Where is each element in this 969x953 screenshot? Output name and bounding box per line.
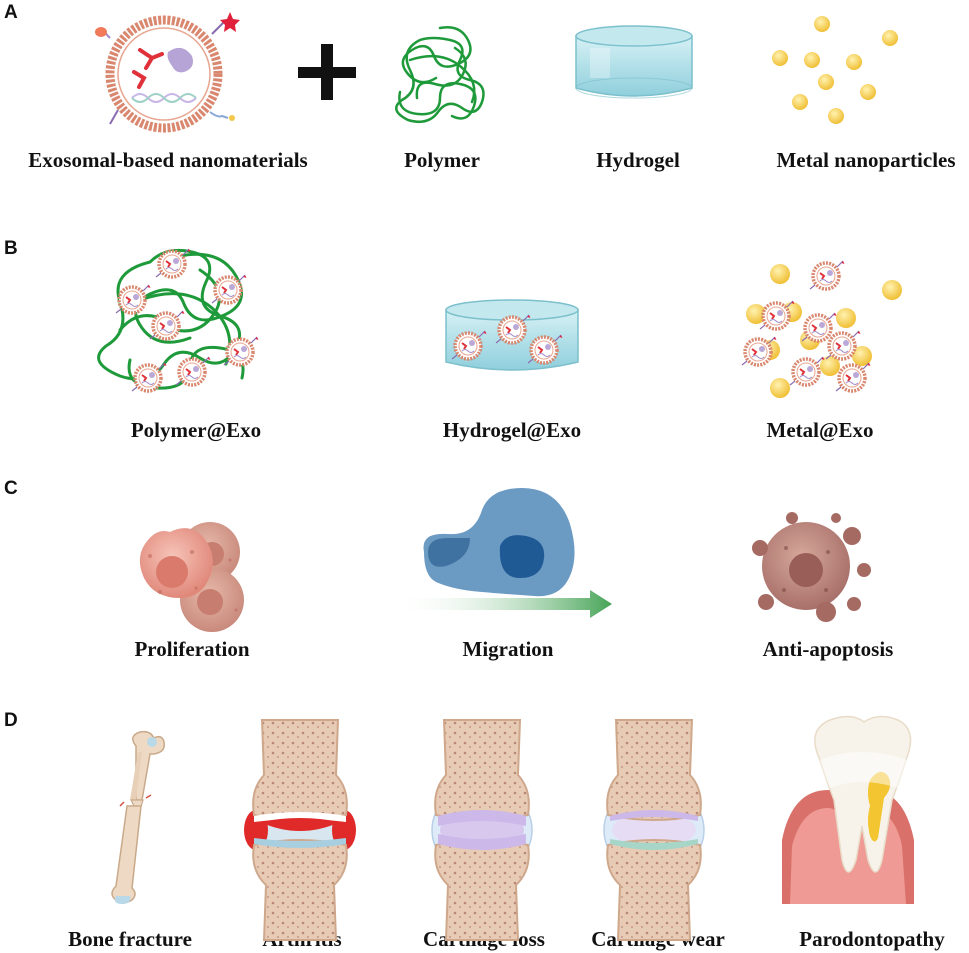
bone-fracture-illustration	[111, 730, 166, 904]
label-polymer: Polymer	[404, 148, 480, 172]
label-exosomal-nanomaterials: Exosomal-based nanomaterials	[28, 148, 308, 172]
plus-sign	[298, 44, 356, 100]
metal-nanoparticles-illustration	[772, 16, 898, 124]
polymer-illustration	[395, 26, 485, 123]
hydrogel-illustration	[575, 25, 693, 99]
label-metal-exo: Metal@Exo	[766, 418, 874, 442]
metal-exo-illustration	[740, 259, 902, 398]
label-parodontopathy: Parodontopathy	[799, 927, 945, 951]
cartilage-loss-joint-illustration	[431, 719, 533, 941]
label-hydrogel: Hydrogel	[596, 148, 680, 172]
hydrogel-exo-illustration	[445, 299, 579, 371]
label-hydrogel-exo: Hydrogel@Exo	[442, 418, 582, 442]
label-bone-fracture: Bone fracture	[68, 927, 192, 951]
polymer-exo-illustration	[97, 247, 261, 393]
exosome-illustration	[95, 12, 240, 133]
label-proliferation: Proliferation	[134, 637, 250, 661]
label-anti-apoptosis: Anti-apoptosis	[762, 637, 894, 661]
proliferation-cells-illustration	[139, 522, 244, 632]
label-migration: Migration	[462, 637, 554, 661]
parodontopathy-tooth-illustration	[782, 715, 914, 904]
anti-apoptosis-cell-illustration	[752, 512, 871, 622]
migration-arrow	[394, 590, 612, 618]
panel-letter-b: B	[4, 238, 18, 259]
label-polymer-exo: Polymer@Exo	[130, 418, 262, 442]
cartilage-wear-joint-illustration	[603, 719, 705, 941]
arthritis-joint-illustration	[244, 719, 356, 941]
migration-cell-illustration	[394, 488, 612, 618]
panel-letter-d: D	[4, 710, 18, 731]
panel-letter-a: A	[4, 2, 18, 23]
label-metal-nanoparticles: Metal nanoparticles	[776, 148, 956, 172]
panel-letter-c: C	[4, 478, 18, 499]
